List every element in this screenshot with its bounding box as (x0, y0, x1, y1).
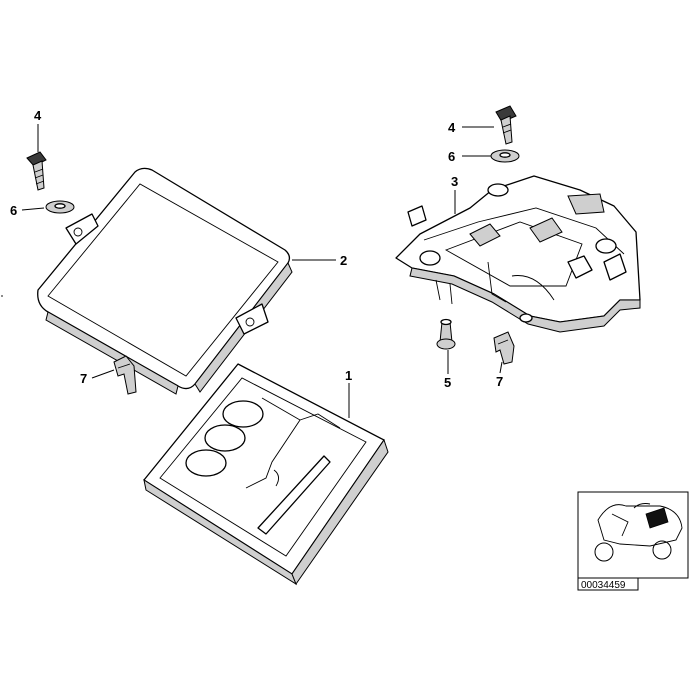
cover-part-2 (37, 167, 293, 395)
callout-7-left: 7 (80, 371, 87, 386)
callout-1: 1 (345, 368, 352, 383)
reference-number: 00034459 (581, 580, 626, 591)
callout-6-right: 6 (448, 149, 455, 164)
clip-part-7-left (113, 355, 137, 395)
screw-part-4-right (495, 105, 517, 145)
callout-5: 5 (444, 375, 451, 390)
callout-labels: 4 6 2 7 1 4 6 3 5 7 (10, 108, 503, 390)
screw-part-4-left (26, 151, 47, 191)
clip-part-7-right (493, 331, 515, 365)
callout-4-left: 4 (34, 108, 42, 123)
washer-part-6-right (490, 149, 520, 163)
callout-2: 2 (340, 253, 347, 268)
bolt-part-5 (436, 318, 456, 350)
leader-lines (21, 124, 503, 418)
callout-4-right: 4 (448, 120, 456, 135)
tray-part-1 (143, 363, 389, 586)
carrier-part-3 (395, 175, 641, 333)
callout-6-left: 6 (10, 203, 17, 218)
motorcycle-thumbnail-icon (594, 503, 683, 562)
callout-7-right: 7 (496, 374, 503, 389)
callout-3: 3 (451, 174, 458, 189)
washer-part-6-left (45, 200, 75, 214)
reference-thumbnail: 00034459 (577, 491, 689, 591)
